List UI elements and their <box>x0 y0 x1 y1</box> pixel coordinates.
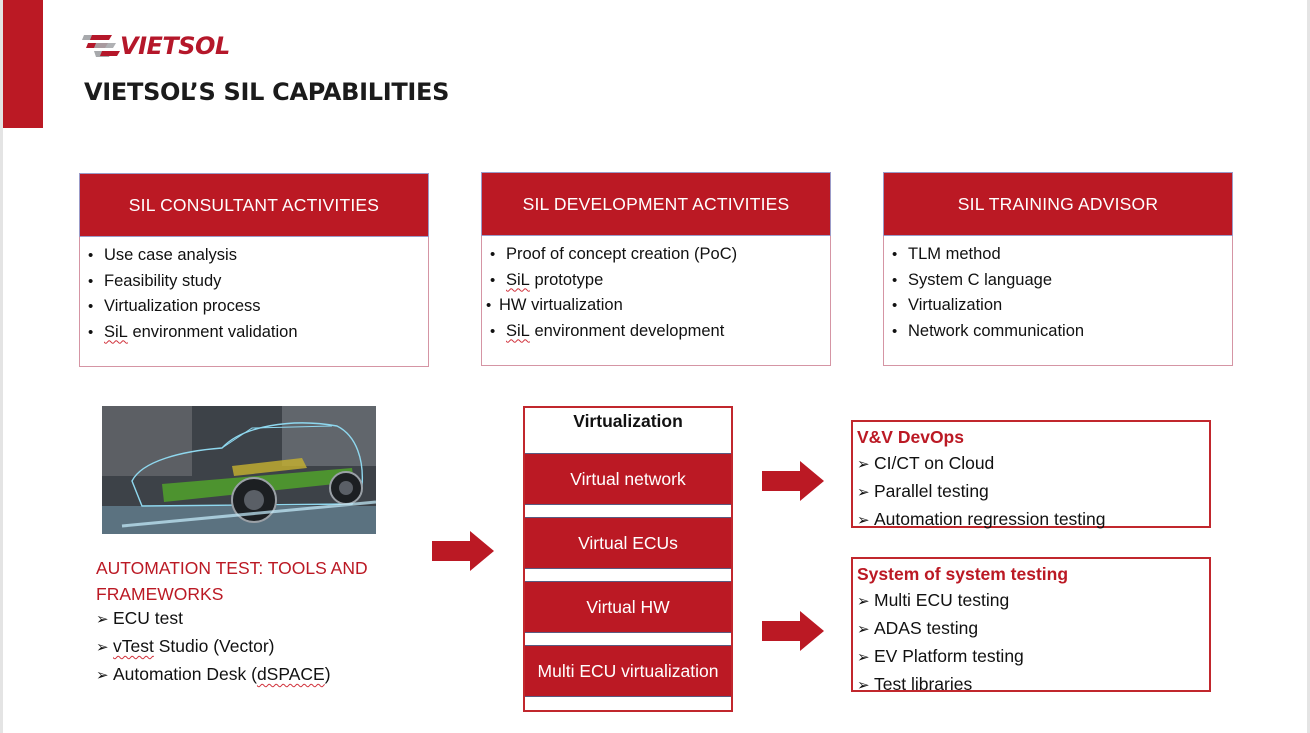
list-item: ➢Multi ECU testing <box>857 587 1209 615</box>
spellcheck-word[interactable]: SiL <box>104 322 128 341</box>
list-item: •TLM method <box>892 242 1232 268</box>
automation-title: AUTOMATION TEST: TOOLS AND FRAMEWORKS <box>96 558 368 604</box>
virtual-car-illustration <box>102 406 376 534</box>
bullet-icon: • <box>892 246 898 263</box>
virtualization-title: Virtualization <box>573 411 683 431</box>
virtualization-stack: Virtualization Virtual network Virtual E… <box>523 406 733 712</box>
result-box-system-testing: System of system testing ➢Multi ECU test… <box>851 557 1211 694</box>
bullet-icon: • <box>892 271 898 289</box>
spellcheck-word[interactable]: dSPACE <box>256 664 325 684</box>
right-arrow-icon <box>762 461 824 501</box>
list-item: ➢Test libraries <box>857 671 1209 699</box>
right-arrow-icon <box>432 531 494 571</box>
car-image <box>102 406 376 534</box>
arrowhead-bullet-icon: ➢ <box>96 611 109 628</box>
list-item: ➢ADAS testing <box>857 615 1209 643</box>
list-item: •Feasibility study <box>88 269 428 295</box>
list-item: ➢vTest Studio (Vector) <box>96 633 331 661</box>
list-item: •Network communication <box>892 319 1232 345</box>
list-item: ➢CI/CT on Cloud <box>857 450 1209 478</box>
list-item: ➢Parallel testing <box>857 478 1209 506</box>
bullet-icon: • <box>486 297 492 314</box>
arrowhead-bullet-icon: ➢ <box>857 621 870 638</box>
arrowhead-bullet-icon: ➢ <box>857 593 870 610</box>
bullet-icon: • <box>88 272 94 290</box>
list-item: •Use case analysis <box>88 243 428 269</box>
arrowhead-bullet-icon: ➢ <box>96 639 109 656</box>
arrowhead-bullet-icon: ➢ <box>96 667 109 684</box>
arrowhead-bullet-icon: ➢ <box>857 677 870 694</box>
list-item: ➢ECU test <box>96 605 331 633</box>
card-list: •Use case analysis •Feasibility study •V… <box>80 237 428 345</box>
list-item: •Proof of concept creation (PoC) <box>490 242 830 268</box>
right-arrow-icon <box>762 611 824 651</box>
bullet-icon: • <box>892 322 898 340</box>
automation-list: ➢ECU test ➢vTest Studio (Vector) ➢Automa… <box>96 605 331 689</box>
list-item: •System C language <box>892 268 1232 294</box>
spellcheck-word[interactable]: vTest <box>113 636 154 656</box>
card-header: SIL CONSULTANT ACTIVITIES <box>79 173 429 237</box>
result-list: ➢Multi ECU testing ➢ADAS testing ➢EV Pla… <box>857 587 1209 699</box>
virtualization-layer: Virtual HW <box>525 581 731 633</box>
list-item: •SiL environment validation <box>88 320 428 346</box>
bullet-icon: • <box>490 246 496 263</box>
list-item: •Virtualization process <box>88 294 428 320</box>
card-training: SIL TRAINING ADVISOR •TLM method •System… <box>883 172 1233 366</box>
bullet-icon: • <box>88 323 94 341</box>
list-item: •SiL prototype <box>490 268 830 294</box>
bullet-icon: • <box>490 322 496 340</box>
result-list: ➢CI/CT on Cloud ➢Parallel testing ➢Autom… <box>857 450 1209 534</box>
logo-text: VIETSOL <box>120 32 230 60</box>
virtualization-layer: Virtual ECUs <box>525 517 731 569</box>
virtualization-layer: Virtual network <box>525 453 731 505</box>
accent-bar <box>3 0 43 128</box>
bullet-icon: • <box>88 247 94 264</box>
card-list: •Proof of concept creation (PoC) •SiL pr… <box>482 236 830 344</box>
result-title: V&V DevOps <box>857 427 964 447</box>
virtualization-layer: Multi ECU virtualization <box>525 645 731 697</box>
slide-edge-right <box>1307 0 1310 733</box>
list-item: ➢Automation regression testing <box>857 506 1209 534</box>
list-item: •HW virtualization <box>486 293 830 319</box>
logo-mark-icon <box>82 35 120 57</box>
bullet-icon: • <box>88 298 94 315</box>
arrowhead-bullet-icon: ➢ <box>857 512 870 529</box>
card-consultant: SIL CONSULTANT ACTIVITIES •Use case anal… <box>79 173 429 367</box>
bullet-icon: • <box>892 297 898 314</box>
list-item: •SiL environment development <box>490 319 830 345</box>
card-list: •TLM method •System C language •Virtuali… <box>884 236 1232 344</box>
result-title: System of system testing <box>857 564 1069 584</box>
result-box-devops: V&V DevOps ➢CI/CT on Cloud ➢Parallel tes… <box>851 420 1211 529</box>
spellcheck-word[interactable]: SiL <box>506 270 530 289</box>
card-development: SIL DEVELOPMENT ACTIVITIES •Proof of con… <box>481 172 831 366</box>
list-item: ➢Automation Desk (dSPACE) <box>96 661 331 689</box>
arrowhead-bullet-icon: ➢ <box>857 456 870 473</box>
list-item: •Virtualization <box>892 293 1232 319</box>
card-header: SIL DEVELOPMENT ACTIVITIES <box>481 172 831 236</box>
logo: VIETSOL <box>82 31 230 61</box>
arrowhead-bullet-icon: ➢ <box>857 484 870 501</box>
slide-edge-left <box>0 0 3 733</box>
list-item: ➢EV Platform testing <box>857 643 1209 671</box>
bullet-icon: • <box>490 271 496 289</box>
spellcheck-word[interactable]: SiL <box>506 321 530 340</box>
arrowhead-bullet-icon: ➢ <box>857 649 870 666</box>
page-title: VIETSOL’S SIL CAPABILITIES <box>84 78 450 106</box>
card-header: SIL TRAINING ADVISOR <box>883 172 1233 236</box>
